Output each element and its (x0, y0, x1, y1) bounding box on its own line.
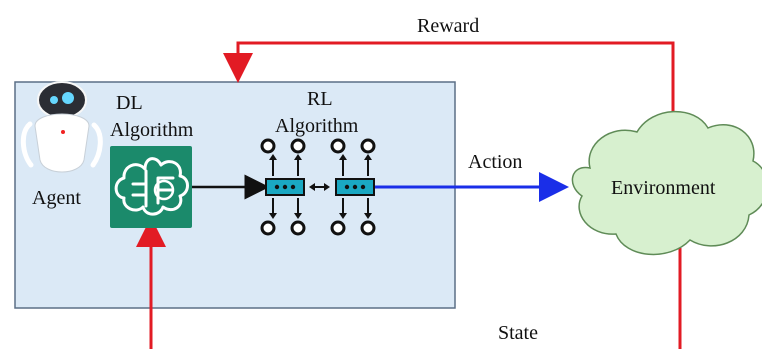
environment-cloud (571, 110, 762, 256)
environment-label: Environment (611, 177, 716, 199)
brain-gear-icon (110, 146, 192, 228)
agent-label: Agent (32, 187, 81, 209)
neural-node-icon (260, 138, 376, 236)
rl-label-line-2: Algorithm (275, 115, 359, 137)
rl-label-line-1: RL (307, 88, 333, 110)
reward-arrow (223, 41, 675, 120)
agent-box (14, 81, 456, 309)
dl-label-line-1: DL (116, 92, 143, 114)
action-label: Action (468, 151, 522, 173)
reward-label: Reward (417, 15, 479, 37)
dl-label-line-2: Algorithm (110, 119, 194, 141)
state-label: State (498, 322, 538, 344)
robot-icon (20, 81, 103, 173)
